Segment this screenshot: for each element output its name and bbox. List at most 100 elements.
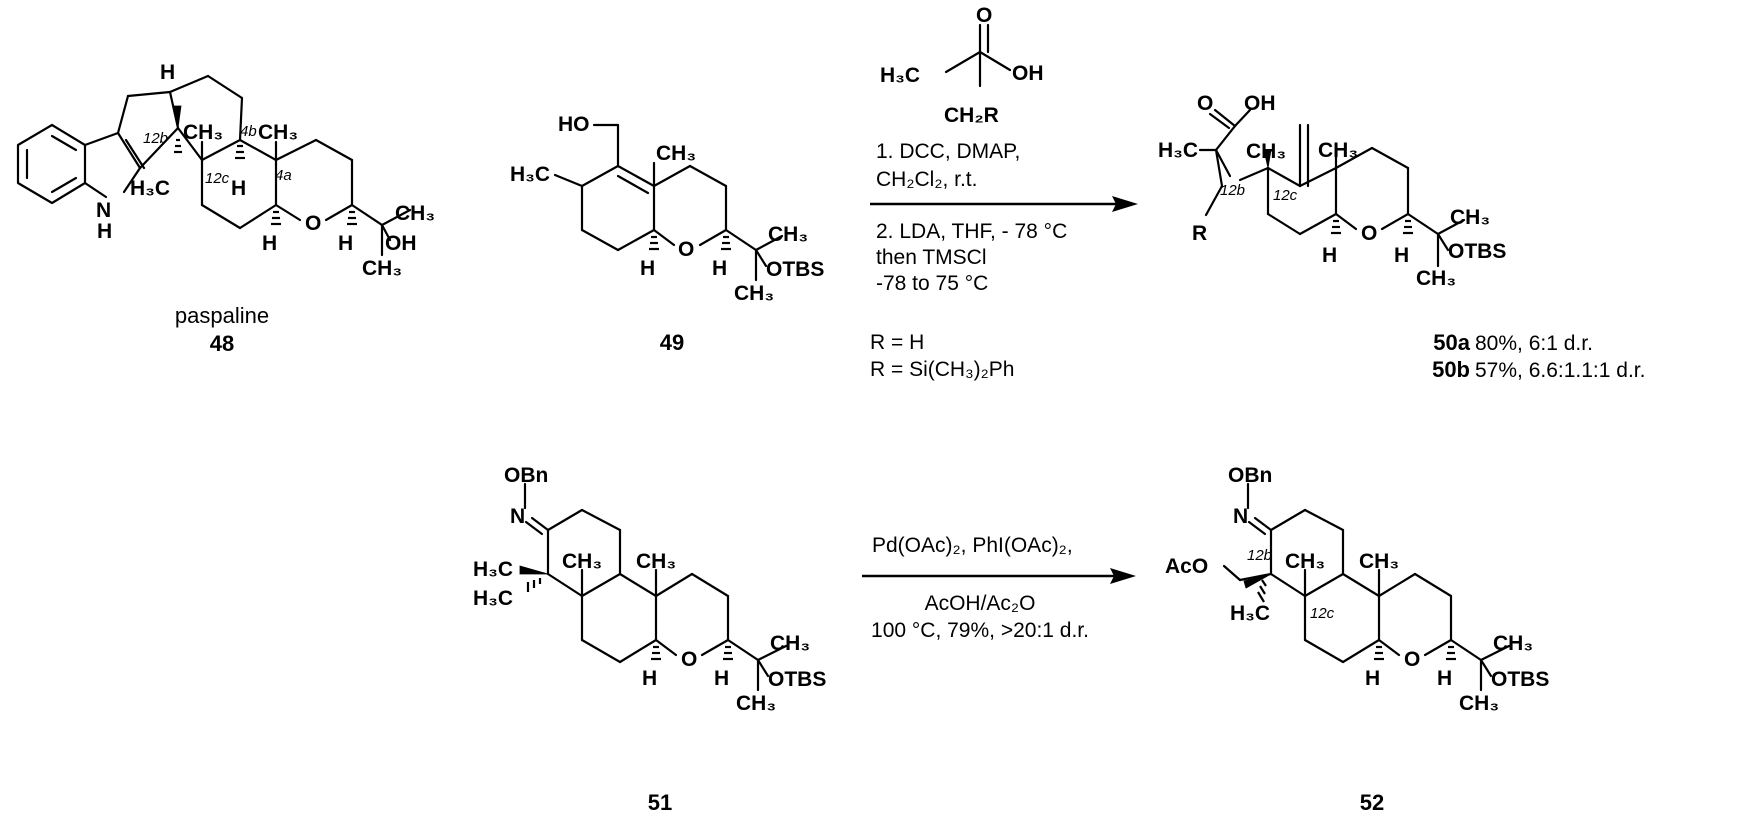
locant-12b: 12b bbox=[1220, 182, 1245, 199]
atom-N: N bbox=[1233, 505, 1248, 528]
atom-H: H bbox=[714, 667, 729, 690]
yield-dr: 57%, 6.6:1.1:1 d.r. bbox=[1475, 359, 1645, 382]
methyl-label: H₃C bbox=[473, 587, 513, 610]
hydroxyl-label: OH bbox=[385, 232, 417, 255]
methyl-label: CH₃ bbox=[734, 282, 774, 305]
silyl-ether-label: OTBS bbox=[1491, 668, 1549, 691]
structure-49: HO H₃C CH₃ O H H CH₃ OTBS CH₃ 49 bbox=[510, 113, 824, 355]
methyl-label: CH₃ bbox=[1246, 140, 1286, 163]
locant-12c: 12c bbox=[205, 170, 230, 187]
methylene-label: CH₂R bbox=[944, 104, 999, 127]
atom-H: H bbox=[712, 257, 727, 280]
structure-51: OBn N H₃C H₃C CH₃ CH₃ O H H CH₃ OTBS CH₃… bbox=[473, 464, 826, 815]
compound-name: paspaline bbox=[175, 303, 269, 328]
result-50a: 50a 80%, 6:1 d.r. bbox=[1433, 330, 1593, 355]
atom-H: H bbox=[640, 257, 655, 280]
condition-temperature-yield: 100 °C, 79%, >20:1 d.r. bbox=[871, 619, 1089, 642]
methyl-label: CH₃ bbox=[183, 121, 223, 144]
methyl-label: CH₃ bbox=[1450, 206, 1490, 229]
silyl-ether-label: OTBS bbox=[766, 258, 824, 281]
methyl-label: CH₃ bbox=[1318, 139, 1358, 162]
methyl-label: CH₃ bbox=[736, 692, 776, 715]
compound-number: 49 bbox=[660, 330, 684, 355]
atom-O: O bbox=[305, 212, 321, 235]
condition-step2-reagents: 2. LDA, THF, - 78 °C bbox=[876, 220, 1067, 243]
atom-H: H bbox=[1394, 244, 1409, 267]
reaction-arrow-1 bbox=[870, 196, 1138, 212]
methyl-label: H₃C bbox=[1230, 602, 1270, 625]
atom-O: O bbox=[678, 238, 694, 261]
atom-N: N bbox=[96, 199, 111, 222]
methyl-label: CH₃ bbox=[770, 632, 810, 655]
structure-52: OBn N AcO H₃C CH₃ CH₃ O H H CH₃ OTBS CH₃… bbox=[1165, 464, 1549, 815]
benzyloxy-label: OBn bbox=[504, 464, 548, 487]
reaction-1-conditions: 1. DCC, DMAP, CH₂Cl₂, r.t. 2. LDA, THF, … bbox=[870, 140, 1067, 381]
atom-H: H bbox=[642, 667, 657, 690]
structure-50: O OH H₃C CH₃ CH₃ R O H H CH₃ OTBS CH₃ 12… bbox=[1158, 92, 1645, 382]
atom-N: N bbox=[510, 505, 525, 528]
methyl-label: CH₃ bbox=[1493, 632, 1533, 655]
acetoxy-label: AcO bbox=[1165, 555, 1208, 578]
atom-O: O bbox=[976, 4, 992, 27]
compound-number: 48 bbox=[210, 331, 234, 356]
atom-H: H bbox=[338, 232, 353, 255]
reaction-2-conditions: Pd(OAc)₂, PhI(OAc)₂, AcOH/Ac₂O 100 °C, 7… bbox=[871, 534, 1089, 642]
silyl-ether-label: OTBS bbox=[768, 668, 826, 691]
r-group-option: R = H bbox=[870, 331, 924, 354]
methyl-label: CH₃ bbox=[395, 202, 435, 225]
locant-12c: 12c bbox=[1310, 605, 1335, 622]
reaction-arrow-2 bbox=[862, 568, 1136, 584]
locant-4a: 4a bbox=[275, 167, 292, 184]
condition-step2-temperature: -78 to 75 °C bbox=[876, 272, 988, 295]
atom-O: O bbox=[1404, 648, 1420, 671]
compound-number: 51 bbox=[648, 790, 672, 815]
locant-12b: 12b bbox=[1247, 547, 1272, 564]
methyl-label: H₃C bbox=[510, 163, 550, 186]
locant-4b: 4b bbox=[240, 123, 257, 140]
condition-step1-solvent: CH₂Cl₂, r.t. bbox=[876, 168, 977, 191]
condition-solvent: AcOH/Ac₂O bbox=[925, 592, 1036, 615]
methyl-label: CH₃ bbox=[1416, 267, 1456, 290]
methyl-label: H₃C bbox=[1158, 139, 1198, 162]
hydroxyl-label: OH bbox=[1244, 92, 1276, 115]
methyl-label: CH₃ bbox=[656, 142, 696, 165]
reagent-carboxylic-acid: O OH H₃C CH₂R bbox=[880, 4, 1044, 127]
condition-reagents: Pd(OAc)₂, PhI(OAc)₂, bbox=[872, 534, 1073, 557]
compound-number: 50a bbox=[1433, 330, 1470, 355]
r-group-option: R = Si(CH₃)₂Ph bbox=[870, 358, 1014, 381]
methyl-label: CH₃ bbox=[258, 121, 298, 144]
structure-paspaline-48: H N H H₃C CH₃ CH₃ H O H H CH₃ OH CH₃ 12b… bbox=[16, 61, 435, 356]
hydroxyl-label: HO bbox=[558, 113, 590, 136]
benzyloxy-label: OBn bbox=[1228, 464, 1272, 487]
locant-12c: 12c bbox=[1273, 187, 1298, 204]
atom-O: O bbox=[1197, 92, 1213, 115]
locant-12b: 12b bbox=[143, 130, 168, 147]
methyl-label: CH₃ bbox=[1285, 550, 1325, 573]
methyl-label: H₃C bbox=[880, 64, 920, 87]
atom-H: H bbox=[1365, 667, 1380, 690]
methyl-label: CH₃ bbox=[362, 257, 402, 280]
methyl-label: H₃C bbox=[473, 558, 513, 581]
atom-H: H bbox=[1322, 244, 1337, 267]
atom-H: H bbox=[231, 177, 246, 200]
atom-O: O bbox=[681, 648, 697, 671]
yield-dr: 80%, 6:1 d.r. bbox=[1475, 332, 1593, 355]
methyl-label: H₃C bbox=[130, 177, 170, 200]
atom-O: O bbox=[1361, 222, 1377, 245]
hydroxyl-label: OH bbox=[1012, 62, 1044, 85]
result-50b: 50b 57%, 6.6:1.1:1 d.r. bbox=[1432, 357, 1645, 382]
methyl-label: CH₃ bbox=[1459, 692, 1499, 715]
methyl-label: CH₃ bbox=[768, 223, 808, 246]
compound-number: 52 bbox=[1360, 790, 1384, 815]
atom-H: H bbox=[1437, 667, 1452, 690]
compound-number: 50b bbox=[1432, 357, 1470, 382]
methyl-label: CH₃ bbox=[636, 550, 676, 573]
silyl-ether-label: OTBS bbox=[1448, 240, 1506, 263]
condition-step2-silylation: then TMSCl bbox=[876, 246, 987, 269]
condition-step1-reagents: 1. DCC, DMAP, bbox=[876, 140, 1020, 163]
atom-H: H bbox=[97, 220, 112, 243]
atom-H: H bbox=[160, 61, 175, 84]
atom-H: H bbox=[262, 232, 277, 255]
methyl-label: CH₃ bbox=[562, 550, 602, 573]
